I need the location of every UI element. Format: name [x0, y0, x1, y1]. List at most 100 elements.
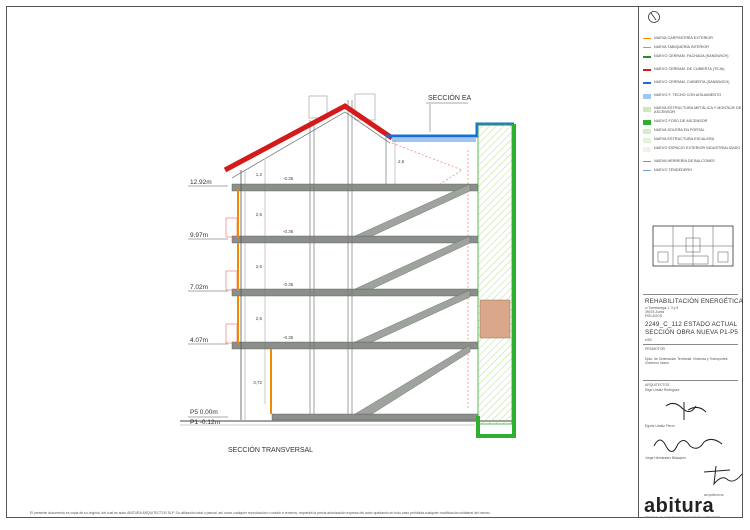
legend-item: NUEVA SOLERA EN PORTAL [643, 128, 743, 137]
vertical-dimensions [264, 140, 396, 404]
stair-4 [354, 183, 471, 237]
slab-l5 [231, 183, 479, 192]
level-markers [188, 185, 228, 418]
project-title: REHABILITACIÓN ENERGÉTICA [645, 298, 744, 305]
signature-1 [665, 402, 707, 420]
legend-item: NUEVO FOSO DE ASCENSOR [643, 119, 743, 128]
roof-insulation [392, 138, 476, 142]
legend: NUEVA CARPINTERÍA EXTERIOR NUEVA TABIQUER… [643, 36, 743, 177]
legend-item: NUEVA ESTRUCTURA METÁLICA Y MONTAJE DE A… [643, 106, 743, 119]
legend-item: NUEVO CERRAM. CUBIERTA (SANDWICH) [643, 80, 743, 93]
title-block-divider [638, 6, 639, 518]
orange-carpentry-4 [270, 349, 272, 414]
legend-label: NUEVO CERRAM. DE CUBIERTA (TEJA) [654, 67, 725, 71]
client-line-2: Gobierno Vasco [645, 361, 670, 365]
slab-l3 [231, 288, 479, 297]
legend-label: NUEVO F. TECHO CON AISLAMIENTO [654, 93, 722, 97]
legend-label: NUEVO CERRAM. CUBIERTA (SANDWICH) [654, 80, 730, 84]
legend-swatch [643, 69, 651, 71]
signature-2 [653, 438, 723, 452]
section-transversal-label: SECCIÓN TRANSVERSAL [228, 445, 313, 454]
level-l5: 12.92m [190, 179, 212, 186]
dim-6: 3,72 [253, 380, 262, 385]
legend-item: NUEVO ESPACIO EXTERIOR INDUSTRIALIZADO [643, 146, 743, 159]
brand-tagline: ABITURA S.L.P. · ARQUITECTURA, INGENIERÍ… [644, 516, 721, 519]
dim-5: 2,6 [398, 159, 405, 164]
level-l4: 9.97m [190, 232, 208, 239]
project-address: c/ Torrelavega 1, 3 y 5 [645, 306, 679, 310]
legend-label: NUEVO ESPACIO EXTERIOR INDUSTRIALIZADO [654, 146, 741, 150]
legend-item: NUEVO CERRAM. FACHADA (SANDWICH) [643, 54, 743, 67]
legend-item: NUEVA ESTRUCTURA ESCALERA [643, 137, 743, 146]
legend-swatch [643, 47, 651, 48]
plan-title-1: 2249_C_112 ESTADO ACTUAL [645, 321, 738, 328]
plan-title-2: SECCIÓN OBRA NUEVA P1-P5 [645, 329, 739, 336]
staircases [354, 183, 471, 415]
legend-label: NUEVA TABIQUERÍA INTERIOR [654, 45, 709, 49]
title-rule-2 [643, 344, 738, 345]
key-plan [652, 225, 734, 267]
stair-2 [354, 289, 471, 343]
legend-item: NUEVA HERRERÍA DE BALCONES [643, 159, 743, 168]
interior-columns [309, 100, 387, 414]
level-ground: P5 0.00m [190, 409, 218, 416]
legend-label: NUEVA CARPINTERÍA EXTERIOR [654, 36, 714, 40]
legend-label: NUEVO TENDEDERO [654, 168, 692, 172]
legend-label: NUEVO CERRAM. FACHADA (SANDWICH) [654, 54, 729, 58]
authors-heading: ARQUITECTOS [645, 383, 670, 387]
roof-structure [231, 111, 391, 179]
legend-swatch [643, 94, 651, 99]
legend-label: NUEVA ESTRUCTURA METÁLICA Y MONTAJE DE A… [654, 106, 742, 115]
floor-slabs [231, 183, 479, 421]
legend-swatch [643, 170, 651, 171]
plan-scale: e/50 [645, 338, 652, 342]
level-l2: 4.07m [190, 337, 208, 344]
legend-swatch [643, 38, 651, 39]
title-rule-1 [643, 294, 738, 295]
dim-2: 2,6 [256, 212, 263, 217]
level-ground-2: P1 -0.12m [190, 419, 220, 426]
legend-item: NUEVA TABIQUERÍA INTERIOR [643, 45, 743, 54]
building-section-drawing: 1,2 2,6 2,6 2,6 3,72 2,6 -0.35 -0.35 -0.… [180, 93, 516, 454]
authors-sub: Iñigo Ursáiz Rodríguez [645, 388, 680, 392]
legend-swatch [643, 147, 651, 152]
sheet-frame [6, 6, 743, 518]
client-line-1: Dpto. de Ordenación Territorial, Viviend… [645, 357, 728, 361]
legend-swatch [643, 120, 651, 125]
client-heading: PROMOTOR [645, 347, 665, 351]
copyright-disclaimer: El presente documento es copia de su ori… [30, 511, 491, 515]
balcony-rail-3 [225, 323, 238, 344]
brand-logo: abitura [644, 495, 715, 517]
offset-l4: -0.35 [283, 229, 294, 234]
left-facade [225, 170, 272, 420]
orange-carpentry-3 [237, 296, 239, 343]
legend-label: NUEVA ESTRUCTURA ESCALERA [654, 137, 715, 141]
legend-label: NUEVA HERRERÍA DE BALCONES [654, 159, 715, 163]
legend-swatch [643, 82, 651, 84]
balcony-rail-2 [225, 270, 238, 291]
signature-2-name: Jorge Hernández Blázquez [645, 456, 686, 460]
slab-l2 [231, 341, 479, 350]
elevator-shaft [476, 123, 516, 438]
stair-3 [354, 235, 471, 290]
elevator-pit [476, 124, 516, 438]
stair-1 [354, 344, 471, 415]
orange-carpentry-2 [237, 243, 239, 290]
project-municipality: PIÉLAGOS [645, 314, 663, 318]
legend-item: NUEVO CERRAM. DE CUBIERTA (TEJA) [643, 67, 743, 80]
signature-1-name: Egoitz Ursáiz Fierro [645, 424, 675, 428]
signature-3 [703, 465, 743, 486]
red-dashed-outline [391, 142, 469, 410]
section-ea-label: SECCIÓN EA [428, 93, 472, 102]
red-tile-roof [223, 103, 394, 173]
legend-item: NUEVO TENDEDERO [643, 168, 743, 177]
legend-label: NUEVO FOSO DE ASCENSOR [654, 119, 708, 123]
legend-swatch [643, 129, 651, 134]
dim-4: 2,6 [256, 316, 263, 321]
legend-swatch [643, 138, 651, 143]
offset-l2: -0.35 [283, 335, 294, 340]
slab-ground [271, 413, 479, 421]
north-arrow-icon [648, 11, 660, 23]
legend-swatch [643, 56, 651, 58]
orange-carpentry-1 [237, 190, 239, 237]
